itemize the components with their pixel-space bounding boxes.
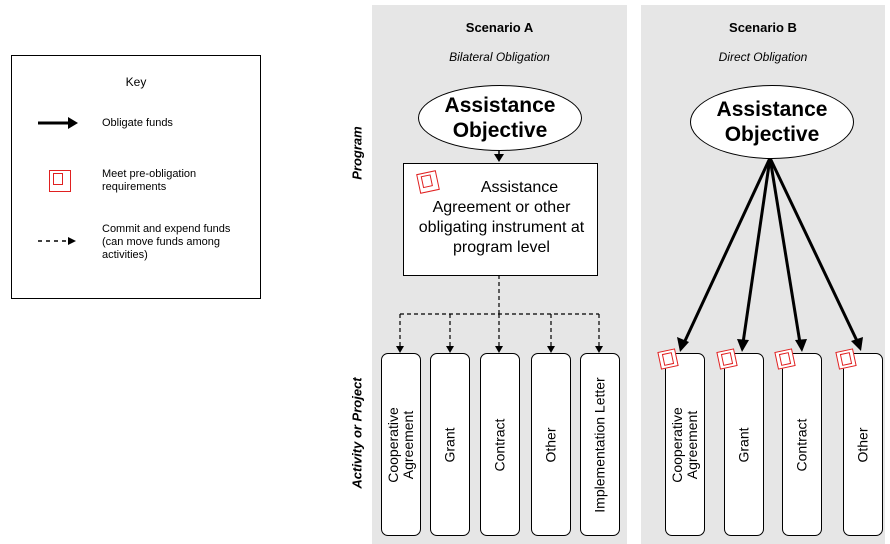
activity-box: Contract (480, 353, 520, 536)
requirement-icon (657, 348, 679, 370)
key-commit-label: Commit and expend funds (can move funds … (102, 223, 231, 261)
activity-label: Contract (491, 418, 508, 471)
activity-label: Other (854, 426, 871, 463)
activity-box: Other (843, 353, 883, 536)
activity-box: Other (531, 353, 571, 536)
activity-box: Contract (782, 353, 822, 536)
key-obligate-label: Obligate funds (102, 117, 173, 129)
scenario-b-title: Scenario B (729, 20, 797, 35)
key-title: Key (125, 75, 147, 89)
key-meet-label: Meet pre-obligation requirements (102, 168, 197, 193)
key-arrows (38, 117, 78, 245)
activity-box: Grant (430, 353, 470, 536)
activity-label: Grant (735, 426, 752, 463)
scenario-b-subtitle: Direct Obligation (718, 50, 808, 64)
activity-box: Grant (724, 353, 764, 536)
activity-label: Contract (793, 418, 810, 471)
key-legend: Key Obligate funds Meet pre-obligation r… (11, 55, 261, 299)
program-agreement-box: Assistance Agreement or other obligating… (403, 163, 598, 276)
activity-label: Cooperative Agreement (385, 406, 416, 483)
commit-arrow-icon (68, 237, 76, 245)
scenario-a-objective: Assistance Objective (418, 85, 582, 151)
obligate-arrow-icon (68, 117, 78, 129)
activity-box: Cooperative Agreement (665, 353, 705, 536)
requirement-icon (716, 348, 738, 370)
scenario-a-subtitle: Bilateral Obligation (449, 50, 550, 64)
activity-box: Implementation Letter (580, 353, 620, 536)
activity-label: Grant (441, 426, 458, 463)
scenario-b-objective: Assistance Objective (690, 85, 854, 159)
agreement-label: Assistance Agreement or other obligating… (418, 179, 585, 256)
requirement-icon (49, 170, 71, 192)
scenario-a-title: Scenario A (465, 20, 534, 35)
activity-box: Cooperative Agreement (381, 353, 421, 536)
activity-label: Implementation Letter (591, 376, 608, 513)
activity-label: Cooperative Agreement (669, 406, 700, 483)
requirement-icon (774, 348, 796, 370)
activity-label: Other (542, 426, 559, 463)
requirement-icon (835, 348, 857, 370)
